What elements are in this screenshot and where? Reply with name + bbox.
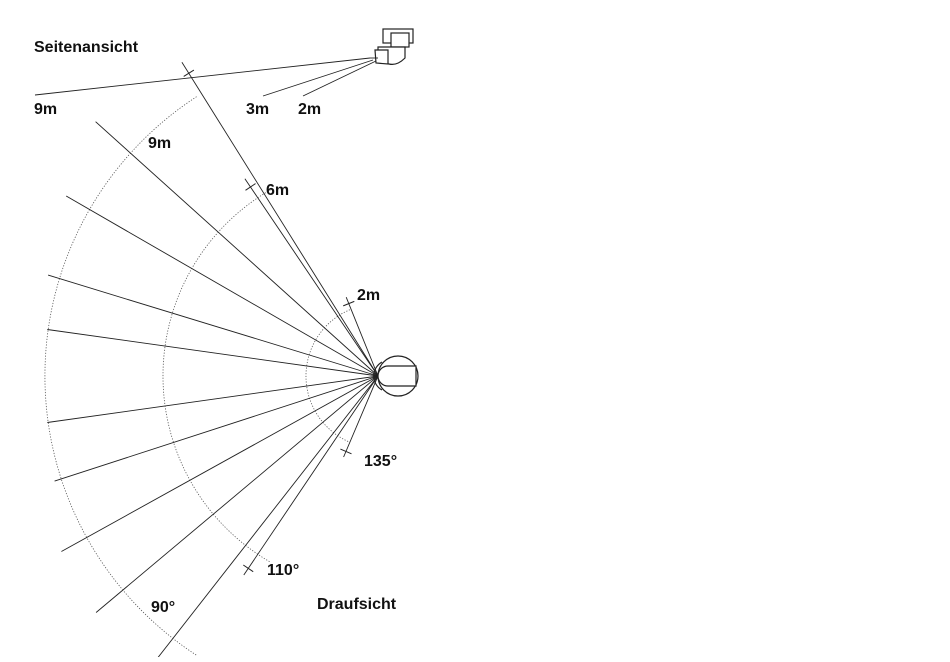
- side-label-2m: 2m: [298, 101, 321, 118]
- boundary-ticks: [146, 70, 355, 657]
- ray-1: [182, 62, 378, 376]
- arc-9m: [45, 97, 197, 656]
- ray-10: [144, 376, 378, 657]
- ray-9: [96, 376, 378, 613]
- tick-6m: [246, 184, 256, 191]
- side-view: Seitenansicht 9m 3m 2m: [34, 29, 413, 118]
- range-arcs: [45, 97, 350, 656]
- side-beam-9m: [35, 58, 370, 95]
- side-beam-3m: [263, 60, 373, 96]
- detection-rays: [47, 62, 378, 657]
- top-view: 9m 6m 2m 135° 110° 90° Draufsicht: [45, 62, 418, 657]
- range-label-9m: 9m: [148, 135, 171, 152]
- angle-label-110: 110°: [267, 562, 299, 579]
- arc-2m: [306, 310, 350, 443]
- sensor-top-icon: [374, 356, 418, 396]
- range-label-6m: 6m: [266, 182, 289, 199]
- side-label-3m: 3m: [246, 101, 269, 118]
- angle-label-135: 135°: [364, 453, 397, 470]
- tick-9m: [184, 70, 194, 76]
- ray-3: [66, 196, 378, 376]
- side-label-9m: 9m: [34, 101, 57, 118]
- side-view-beams: [35, 58, 378, 96]
- ray-6: [47, 376, 378, 423]
- tick-135: [340, 449, 351, 454]
- side-beam-2m: [303, 61, 376, 96]
- range-label-2m: 2m: [357, 287, 380, 304]
- ray-14: [344, 376, 378, 457]
- ray-11: [245, 179, 378, 376]
- ray-4: [48, 275, 378, 376]
- ray-12: [244, 376, 378, 575]
- tick-2m: [343, 301, 354, 306]
- angle-label-90: 90°: [151, 599, 175, 616]
- sensor-side-icon: [375, 29, 413, 64]
- ray-5: [47, 330, 378, 377]
- tick-110: [243, 565, 253, 572]
- top-view-title: Draufsicht: [317, 596, 397, 613]
- arc-6m: [163, 190, 271, 562]
- ray-2: [96, 122, 378, 376]
- side-view-title: Seitenansicht: [34, 39, 139, 56]
